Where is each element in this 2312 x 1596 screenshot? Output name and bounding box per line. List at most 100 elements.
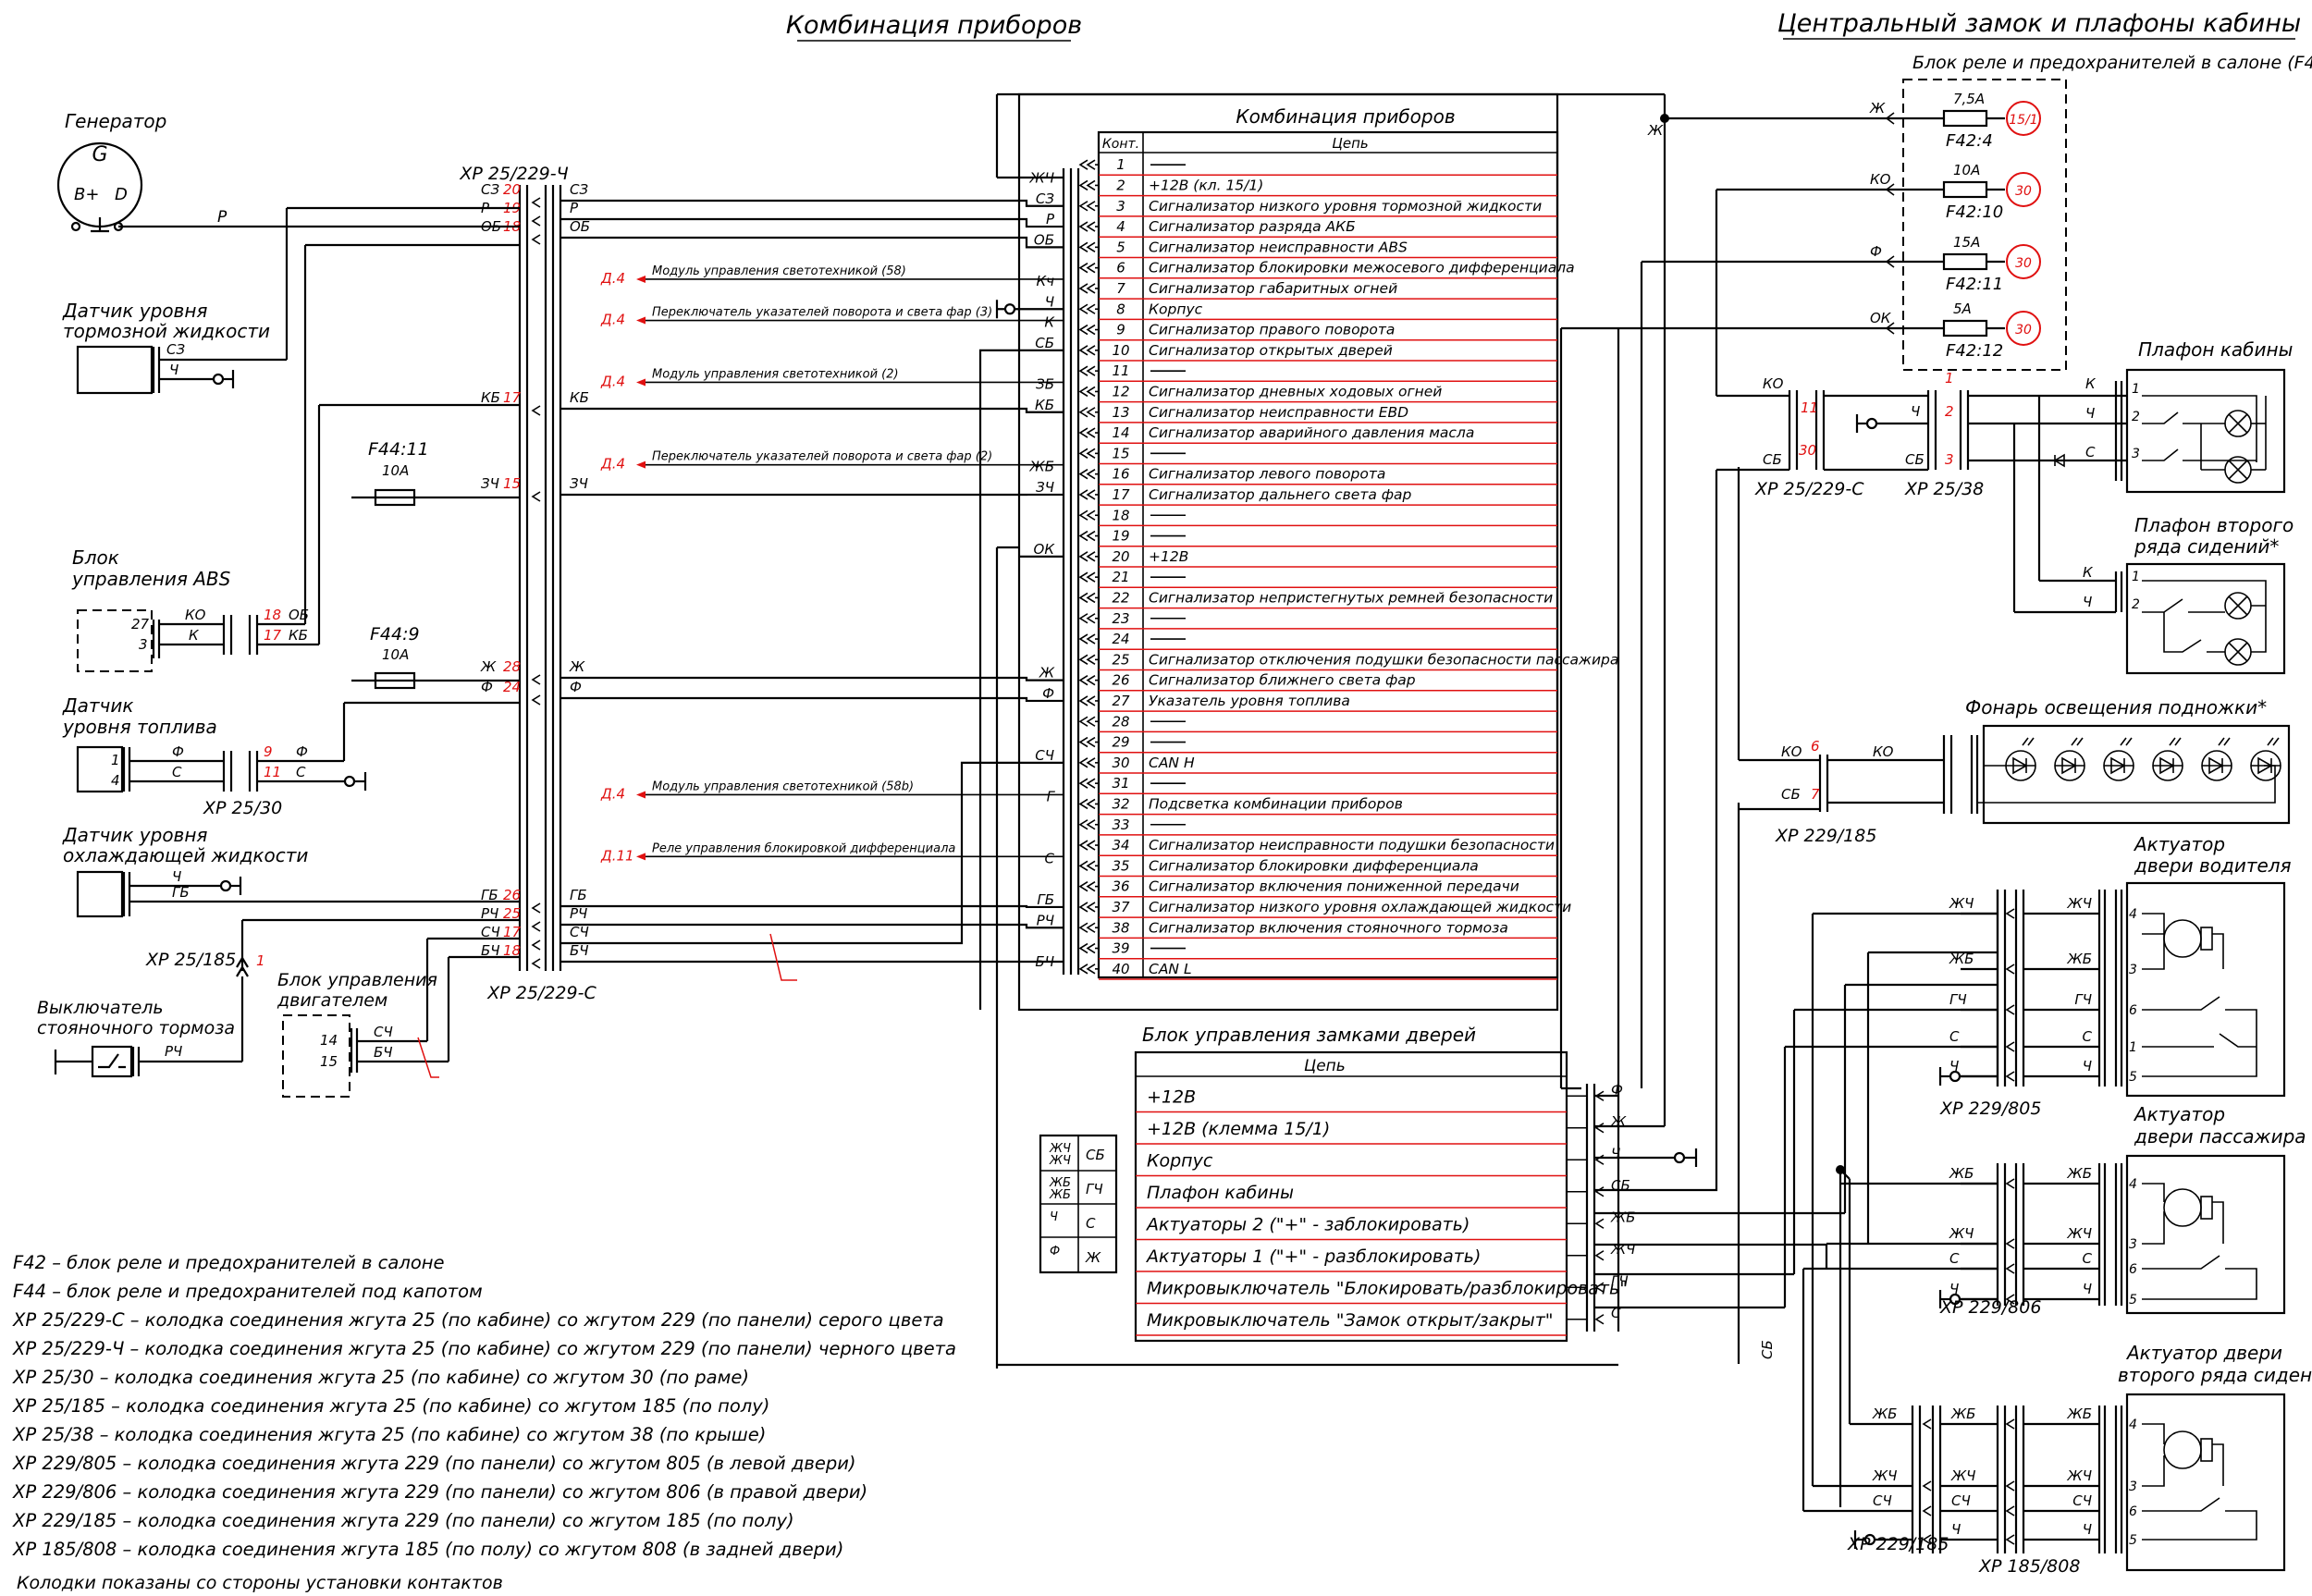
cluster-pin-contact (1078, 716, 1096, 727)
fuse-f44-9-name: F44:9 (370, 624, 420, 645)
cluster-pin-circuit: Сигнализатор низкого уровня охлаждающей … (1149, 899, 1571, 915)
door-unit-col: Цепь (1304, 1057, 1346, 1075)
xp-right-wire: БЧ (570, 942, 589, 959)
cluster-pin-circuit: Сигнализатор дальнего света фар (1149, 486, 1412, 503)
driver-actuator: Актуатор двери водителя ХР 229/805 4ЖЧЖЧ… (1939, 833, 2292, 1119)
engine-ecu: Блок управления двигателем 14 15 СЧ БЧ (277, 937, 520, 1098)
door-row-circuit: Актуаторы 1 ("+" - разблокировать) (1145, 1246, 1481, 1267)
xp-right-wire: ОБ (570, 218, 590, 235)
second-lamp-title-2: ряда сидений* (2134, 535, 2279, 558)
fuse-f44-11-name: F44:11 (368, 439, 429, 460)
cluster-pin-contact (1078, 221, 1096, 232)
cluster-wire (560, 923, 1064, 929)
fuel-p2: 4 (111, 772, 120, 789)
fuel-p1: 1 (111, 752, 120, 768)
cab-lamp-p3: 3 (2132, 447, 2140, 461)
cluster-pin-contact (1078, 757, 1096, 768)
cluster-pin-number: 30 (1112, 755, 1129, 771)
door-row-contact (1594, 1154, 1605, 1165)
instrument-cluster: Комбинация приборов Конт. Цепь 12+12В (к… (1017, 92, 1618, 1012)
right-wires: Ж (995, 114, 1887, 1367)
led-return (1977, 765, 2276, 804)
pass-act-title-2: двери пассажира (2134, 1125, 2306, 1148)
xp-left-wire: БЧ (481, 942, 500, 959)
actuator-pin: 5 (2129, 1070, 2137, 1085)
legend-line: ХР 25/229-С – колодка соединения жгута 2… (12, 1309, 944, 1331)
cluster-pin-wire-color: СЗ (1036, 190, 1054, 207)
step-xp-label: ХР 229/185 (1775, 826, 1876, 846)
ecu-title-1: Блок управления (277, 970, 437, 990)
cluster-pin-number: 2 (1116, 177, 1125, 193)
xp-left-wire: Ф (481, 679, 493, 695)
cluster-pin-contact (1078, 551, 1096, 562)
step-lamp-title: Фонарь освещения подножки* (1965, 696, 2267, 718)
actuator-wire-label-left: ЖЧ (1872, 1467, 1897, 1484)
generator-bplus: B+ (74, 185, 99, 204)
led-rays (2120, 737, 2133, 746)
cluster-pin-contact (1078, 736, 1096, 748)
abs-p1: 27 (131, 616, 150, 632)
ecu-title-2: двигателем (277, 990, 387, 1011)
xp-25-30-label: ХР 25/30 (203, 798, 282, 818)
fuel-c1: Ф (296, 743, 308, 760)
ecu-w1: СЧ (374, 1024, 393, 1040)
xp-right-wire: РЧ (570, 905, 587, 922)
actuator-contact (2005, 1041, 2015, 1052)
cluster-pin-wire-color: СЧ (1035, 747, 1054, 764)
actuator-wire-label: ЖБ (2067, 1406, 2092, 1422)
xp-right-wire: ГБ (570, 887, 587, 903)
f42-fuse (1942, 109, 1988, 128)
cluster-pin-number: 18 (1112, 507, 1129, 523)
cluster-pin-number: 40 (1112, 961, 1129, 977)
cluster-pin-number: 9 (1116, 322, 1125, 338)
cluster-pin-contact (1078, 262, 1096, 274)
second-row-lamp: Плафон второго ряда сидений* 1 2 К Ч (2012, 396, 2294, 675)
pin-legend-cell: ЖЧ (1049, 1142, 1071, 1156)
actuator-wire-label: ЖЧ (2067, 1467, 2092, 1484)
actuator-wire-label: ГЧ (2074, 991, 2092, 1008)
legend-line: F44 – блок реле и предохранителей под ка… (13, 1281, 483, 1302)
cluster-wire (560, 199, 1064, 207)
f42-fuse-list: Ж7,5А15/1F42:4КО10А30F42:10Ф15А30F42:11О… (1869, 91, 2041, 361)
door-row-contact (1594, 1186, 1605, 1197)
cluster-pin-wire-color: Ч (1045, 293, 1054, 310)
abs-w1: КО (185, 607, 206, 623)
brake-fluid-title-1: Датчик уровня (62, 300, 207, 322)
xp-25-229-ch-label: ХР 25/229-Ч (459, 164, 568, 184)
actuator-pin: 3 (2129, 1237, 2137, 1252)
cluster-pin-circuit: Сигнализатор габаритных огней (1149, 280, 1397, 297)
cluster-pin-circuit: Сигнализатор включения стояночного тормо… (1149, 919, 1508, 936)
actuator-wire-label: С (2083, 1250, 2093, 1267)
abs-w2: К (189, 627, 200, 644)
cluster-pin-circuit: Сигнализатор левого поворота (1149, 466, 1385, 483)
actuator-pin: 4 (2129, 1177, 2137, 1192)
cluster-connector (1062, 168, 1080, 975)
fuel-n1: 9 (264, 743, 273, 760)
cluster-pin-number: 28 (1112, 713, 1129, 730)
pin-legend-cell: ЖБ (1049, 1176, 1071, 1190)
can-h-wire (560, 761, 1064, 945)
f42-supply: 30 (2015, 184, 2032, 199)
pin-legend-cell: С (1086, 1215, 1096, 1232)
coolant-w2: ГБ (172, 884, 190, 901)
actuator-wire-label: Ч (2083, 1058, 2092, 1074)
cluster-pin-number: 7 (1116, 280, 1125, 297)
parking-brake: ХР 25/185 1 Выключатель стояночного торм… (37, 918, 520, 1078)
step-lamp-leds (1977, 737, 2281, 804)
xp-left-wire: Ж (480, 658, 497, 675)
xp-right-wire: СЧ (570, 924, 589, 940)
legend-note: Колодки показаны со стороны установки ко… (17, 1573, 503, 1593)
cluster-pin-number: 10 (1112, 342, 1129, 359)
cluster-pin-circuit: CAN L (1149, 961, 1192, 977)
xp-c-n1: 11 (1801, 399, 1818, 416)
door-unit-wire (1594, 470, 1718, 1192)
cluster-pin-number: 38 (1112, 919, 1129, 936)
actuator-wire-label: С (2083, 1028, 2093, 1045)
cluster-pin-contact (1078, 613, 1096, 624)
